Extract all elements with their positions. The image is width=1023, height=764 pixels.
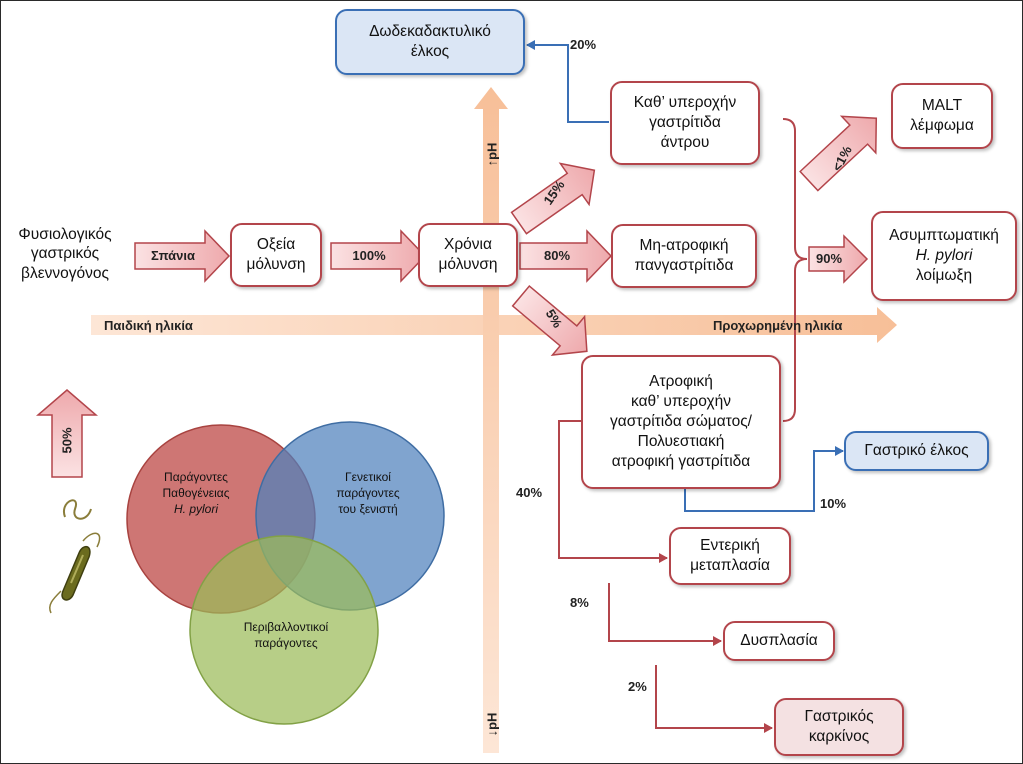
antral-gastritis-line3: άντρου — [660, 134, 710, 152]
connector-to-gastric-ulcer — [684, 446, 844, 512]
arrow-rare — [134, 229, 231, 283]
node-non-atrophic-pangastritis: Μη-ατροφική πανγαστρίτιδα — [611, 224, 757, 288]
venn-virulence-h-pylori: H. pylori — [173, 502, 218, 517]
chronic-infection-line2: μόλυνση — [438, 256, 498, 273]
arrow-to-malt — [799, 115, 878, 192]
chronic-infection-line1: Χρόνια — [444, 235, 492, 253]
arrow-to-asymptomatic — [808, 234, 869, 284]
arrow-venn-up-label: 50% — [59, 427, 75, 454]
pct-duodenal: 20% — [570, 37, 597, 52]
venn-label-environment: Περιβαλλοντικοί παράγοντες — [221, 619, 351, 651]
acute-infection-line2: μόλυνση — [246, 256, 306, 273]
node-dysplasia: Δυσπλασία — [723, 621, 835, 661]
non-atrophic-line1: Μη-ατροφική — [639, 236, 729, 254]
arrow-to-atrophic — [511, 284, 588, 356]
asymptomatic-h-pylori: H. pylori — [915, 246, 973, 264]
node-gastric-cancer: Γαστρικός καρκίνος — [774, 698, 904, 756]
connector-to-duodenal-ulcer — [526, 40, 609, 123]
arrow-to-non-atrophic-label: 80% — [543, 248, 571, 263]
atrophic-line3: γαστρίτιδα σώματος/ — [610, 412, 752, 430]
axis-age-end: Προχωρημένη ηλικία — [713, 318, 843, 333]
pct-cancer: 2% — [628, 679, 647, 694]
venn-host-line1: Γενετικοί — [345, 470, 391, 484]
node-malt-lymphoma: MALT λέμφωμα — [891, 83, 993, 149]
node-gastric-ulcer: Γαστρικό έλκος — [844, 431, 989, 471]
metaplasia-line2: μεταπλασία — [690, 557, 770, 574]
duodenal-ulcer-line2: έλκος — [410, 43, 450, 60]
duodenal-ulcer-line1: Δωδεκαδακτυλικό — [369, 22, 491, 40]
gastric-ulcer-label: Γαστρικό έλκος — [864, 441, 969, 459]
connector-to-dysplasia — [608, 583, 722, 646]
normal-mucosa-line3: βλεννογόνος — [21, 264, 109, 282]
arrow-rare-label: Σπάνια — [151, 248, 195, 263]
arrow-to-non-atrophic — [519, 229, 613, 283]
arrow-to-chronic-label: 100% — [352, 248, 386, 263]
dysplasia-label: Δυσπλασία — [740, 631, 818, 649]
axis-ph-up: ↑pH — [484, 142, 500, 167]
normal-mucosa-label: Φυσιολογικός γαστρικός βλεννογόνος — [5, 225, 125, 283]
antral-gastritis-line1: Καθ’ υπεροχήν — [633, 93, 737, 111]
node-intestinal-metaplasia: Εντερική μεταπλασία — [669, 527, 791, 585]
atrophic-line5: ατροφική γαστρίτιδα — [611, 453, 751, 471]
node-duodenal-ulcer: Δωδεκαδακτυλικό έλκος — [335, 9, 525, 75]
venn-label-host: Γενετικοί παράγοντες του ξενιστή — [313, 469, 423, 518]
venn-virulence-line2: Παθογένειας — [162, 486, 230, 501]
gastric-cancer-line2: καρκίνος — [808, 728, 870, 745]
connector-to-metaplasia — [558, 420, 668, 563]
ph-axis-arrow — [474, 87, 508, 753]
arrow-to-asymptomatic-label: 90% — [815, 251, 843, 266]
pct-metaplasia: 40% — [516, 485, 543, 500]
arrow-venn-up — [35, 389, 99, 478]
node-asymptomatic-infection: Ασυμπτωματική H. pylori λοίμωξη — [871, 211, 1017, 301]
malt-line1: MALT — [921, 96, 963, 114]
node-chronic-infection: Χρόνια μόλυνση — [418, 223, 518, 287]
venn-environment-line1: Περιβαλλοντικοί — [243, 620, 329, 634]
venn-circle-environment — [189, 535, 379, 725]
atrophic-line1: Ατροφική — [649, 372, 713, 390]
normal-mucosa-line2: γαστρικός — [30, 245, 100, 263]
acute-infection-line1: Οξεία — [256, 235, 296, 253]
antral-gastritis-line2: γαστρίτιδα — [649, 113, 721, 131]
arrow-to-chronic — [330, 229, 427, 283]
normal-mucosa-line1: Φυσιολογικός — [18, 226, 112, 243]
pct-dysplasia: 8% — [570, 595, 589, 610]
atrophic-line2: καθ’ υπεροχήν — [631, 392, 731, 410]
connector-to-cancer — [655, 665, 773, 733]
asymptomatic-line1: Ασυμπτωματική — [889, 226, 999, 244]
venn-virulence-line3: H. pylori — [141, 501, 251, 517]
asymptomatic-line3: λοίμωξη — [915, 267, 973, 285]
venn-host-line3: του ξενιστή — [338, 502, 398, 517]
non-atrophic-line2: πανγαστρίτιδα — [634, 257, 734, 274]
pct-gastric-ulcer: 10% — [820, 496, 847, 511]
malt-line2: λέμφωμα — [910, 117, 974, 134]
venn-host-line2: παράγοντες — [336, 486, 400, 501]
node-acute-infection: Οξεία μόλυνση — [230, 223, 322, 287]
node-antral-gastritis: Καθ’ υπεροχήν γαστρίτιδα άντρου — [610, 81, 760, 165]
venn-label-virulence: Παράγοντες Παθογένειας H. pylori — [141, 469, 251, 518]
atrophic-line4: Πολυεστιακή — [637, 433, 725, 451]
metaplasia-line1: Εντερική — [700, 536, 760, 554]
gastric-cancer-line1: Γαστρικός — [804, 707, 874, 725]
axis-age-start: Παιδική ηλικία — [104, 318, 193, 333]
h-pylori-bacterium-icon — [49, 499, 101, 614]
node-atrophic-gastritis: Ατροφική καθ’ υπεροχήν γαστρίτιδα σώματο… — [581, 355, 781, 489]
venn-environment-line2: παράγοντες — [254, 636, 318, 651]
arrow-to-antral — [510, 162, 596, 235]
asymptomatic-line2: H. pylori — [916, 246, 973, 266]
venn-virulence-line1: Παράγοντες — [164, 470, 228, 484]
axis-ph-down: ↓pH — [484, 712, 500, 737]
gastritis-bracket — [782, 118, 808, 422]
